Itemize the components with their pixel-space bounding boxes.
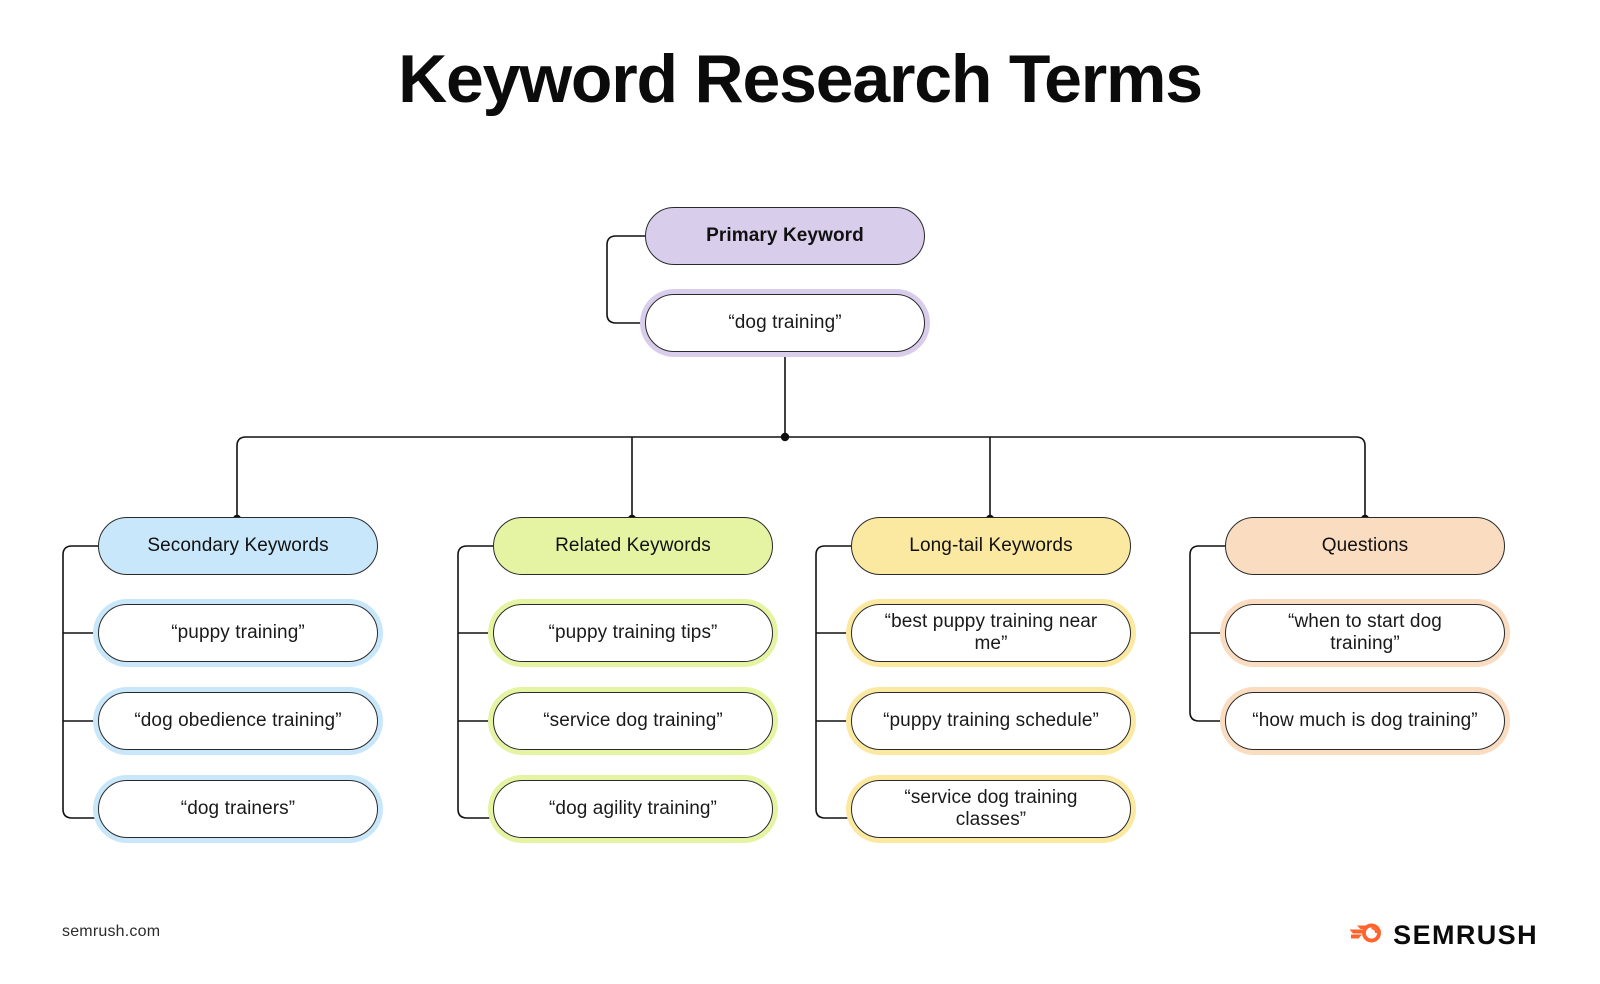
node-leaf-related-2[interactable]: “service dog training” <box>493 692 773 750</box>
semrush-wordmark: SEMRUSH <box>1393 920 1538 950</box>
wire-root-header-to-value <box>606 235 645 324</box>
node-category-long-tail-keywords[interactable]: Long-tail Keywords <box>851 517 1131 575</box>
node-primary-keyword-header[interactable]: Primary Keyword <box>645 207 925 265</box>
node-leaf-related-3[interactable]: “dog agility training” <box>493 780 773 838</box>
node-leaf-secondary-2[interactable]: “dog obedience training” <box>98 692 378 750</box>
node-primary-keyword-value[interactable]: “dog training” <box>645 294 925 352</box>
node-leaf-longtail-2[interactable]: “puppy training schedule” <box>851 692 1131 750</box>
semrush-logo: SEMRUSH <box>1349 918 1538 953</box>
node-category-secondary-keywords[interactable]: Secondary Keywords <box>98 517 378 575</box>
node-leaf-longtail-3[interactable]: “service dog training classes” <box>851 780 1131 838</box>
node-category-questions[interactable]: Questions <box>1225 517 1505 575</box>
node-leaf-secondary-1[interactable]: “puppy training” <box>98 604 378 662</box>
node-leaf-questions-1[interactable]: “when to start dog training” <box>1225 604 1505 662</box>
node-category-related-keywords[interactable]: Related Keywords <box>493 517 773 575</box>
page-title: Keyword Research Terms <box>398 41 1203 117</box>
node-leaf-longtail-1[interactable]: “best puppy training near me” <box>851 604 1131 662</box>
node-leaf-related-1[interactable]: “puppy training tips” <box>493 604 773 662</box>
wire-bus <box>236 436 1366 546</box>
wire-spine-secondary <box>62 545 98 819</box>
source-url-label: semrush.com <box>62 923 161 940</box>
wire-spine-longtail <box>815 545 851 819</box>
wire-dot-bus-center <box>780 432 790 442</box>
node-leaf-questions-2[interactable]: “how much is dog training” <box>1225 692 1505 750</box>
wire-spine-questions <box>1189 545 1225 722</box>
wire-spine-related <box>457 545 493 819</box>
node-leaf-secondary-3[interactable]: “dog trainers” <box>98 780 378 838</box>
semrush-comet-icon <box>1349 918 1383 953</box>
